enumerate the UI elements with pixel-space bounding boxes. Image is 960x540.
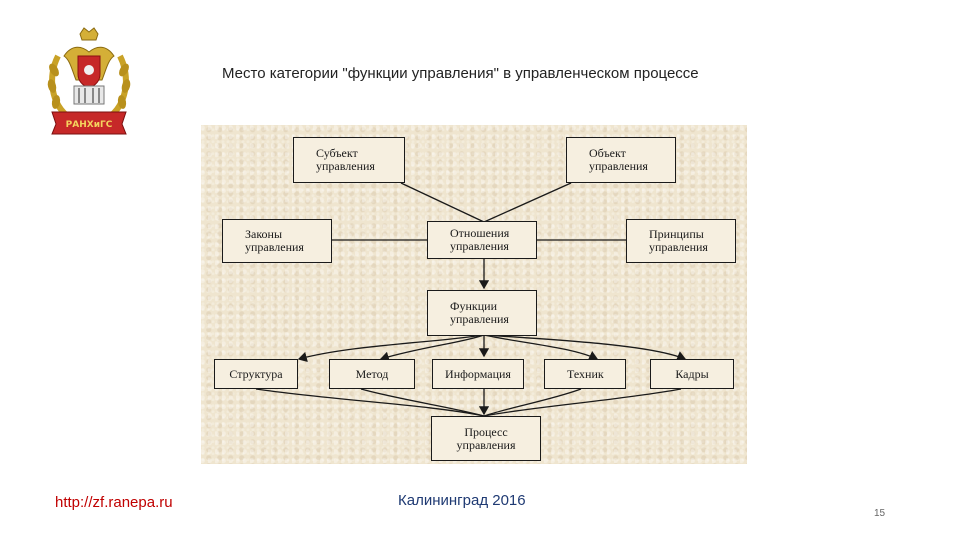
object-label-line1: Объект (589, 146, 626, 160)
process-box: Процесс управления (431, 416, 541, 461)
process-label-line2: управления (456, 437, 516, 452)
technique-box: Техник (544, 359, 626, 389)
subject-label-line1: Субъект (316, 146, 358, 160)
ranepa-emblem-logo: РАНХиГС (44, 26, 134, 138)
object-box: Объект управления (566, 137, 676, 183)
staff-label: Кадры (675, 366, 709, 381)
functions-box: Функции управления (427, 290, 537, 336)
management-functions-diagram: Субъект управления Объект управления Зак… (201, 125, 747, 464)
page-number: 15 (874, 508, 886, 519)
process-label-line1: Процесс (464, 424, 508, 439)
principles-box: Принципы управления (626, 219, 736, 263)
principles-label-line1: Принципы (649, 227, 704, 241)
laws-box: Законы управления (222, 219, 332, 263)
information-box: Информация (432, 359, 524, 389)
subject-label-line2: управления (316, 159, 375, 173)
footer-website-link[interactable]: http://zf.ranepa.ru (55, 494, 173, 511)
slide-title: Место категории "функции управления" в у… (222, 65, 699, 82)
principles-label-line2: управления (649, 240, 708, 254)
technique-label: Техник (567, 366, 604, 381)
staff-box: Кадры (650, 359, 734, 389)
diagram-connectors (255, 182, 687, 417)
laws-label-line2: управления (245, 240, 304, 254)
method-box: Метод (329, 359, 415, 389)
method-label: Метод (355, 366, 389, 381)
laws-label-line1: Законы (245, 227, 283, 241)
relations-label-line2: управления (450, 239, 509, 253)
svg-text:РАНХиГС: РАНХиГС (66, 120, 113, 130)
footer-city-year: Калининград 2016 (398, 492, 526, 509)
relations-box: Отношения управления (427, 221, 537, 259)
functions-label-line2: управления (450, 312, 509, 326)
structure-box: Структура (214, 359, 298, 389)
subject-box: Субъект управления (293, 137, 405, 183)
object-label-line2: управления (589, 159, 648, 173)
relations-label-line1: Отношения (450, 226, 510, 240)
structure-label: Структура (229, 366, 283, 381)
information-label: Информация (445, 366, 511, 381)
functions-label-line1: Функции (450, 299, 497, 313)
